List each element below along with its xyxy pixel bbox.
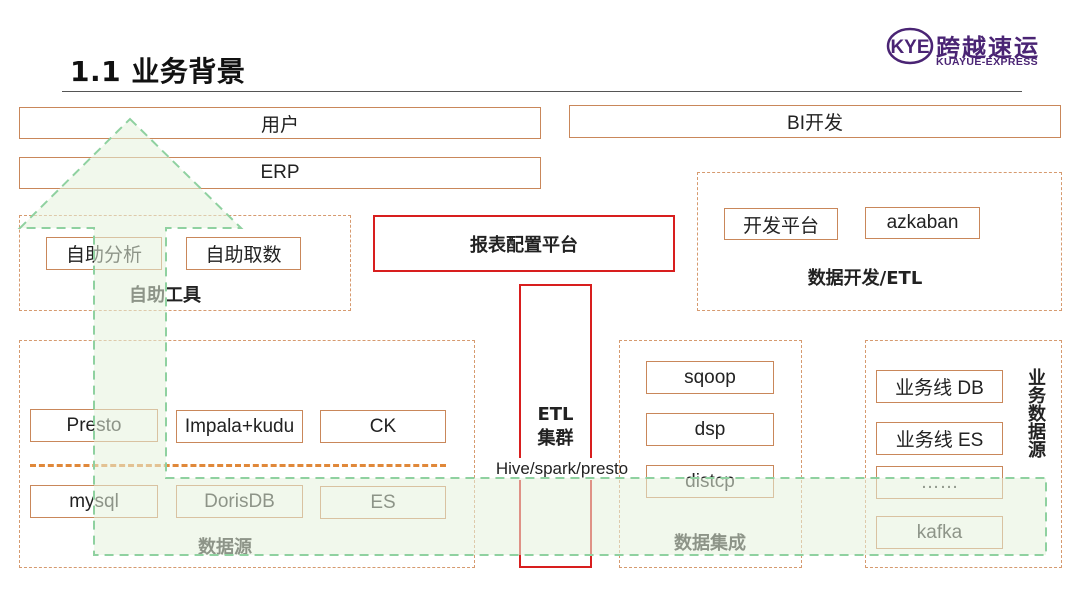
erp-bar-label: ERP — [260, 162, 300, 183]
engine-store-divider — [30, 464, 446, 467]
presto-label: Presto — [66, 414, 122, 436]
user-bar: 用户 — [19, 107, 541, 139]
mysql-box: mysql — [30, 485, 158, 518]
etl-cluster-title-line1: ETL — [537, 404, 574, 425]
ck-label: CK — [369, 415, 397, 437]
distcp-label: distcp — [685, 470, 735, 492]
dsp-label: dsp — [694, 418, 726, 440]
kafka-box: kafka — [876, 516, 1003, 549]
bi-dev-bar: BI开发 — [569, 105, 1061, 138]
business-source-label: 业务数据源 — [1025, 368, 1046, 458]
self-fetch-label: 自助取数 — [205, 245, 282, 266]
dev-etl-group — [697, 172, 1062, 311]
title-divider — [62, 91, 1022, 92]
report-platform-label: 报表配置平台 — [470, 234, 578, 255]
biz-es-label: 业务线 ES — [895, 430, 984, 451]
self-service-label: 自助工具 — [129, 285, 201, 306]
kafka-label: kafka — [916, 521, 963, 543]
biz-more-label: …… — [920, 471, 959, 493]
dorisdb-box: DorisDB — [176, 485, 303, 518]
biz-more-box: …… — [876, 466, 1003, 499]
erp-bar: ERP — [19, 157, 541, 189]
mysql-label: mysql — [69, 490, 119, 512]
data-integration-label: 数据集成 — [674, 533, 746, 554]
logo-name-cn: 跨越速运 — [936, 33, 1040, 62]
self-fetch-box: 自助取数 — [186, 237, 301, 270]
logo-name-en: KUAYUE-EXPRESS — [936, 56, 1039, 68]
self-analysis-box: 自助分析 — [46, 237, 162, 270]
azkaban-box: azkaban — [865, 207, 980, 239]
impala-kudu-box: Impala+kudu — [176, 410, 303, 443]
es-label: ES — [370, 491, 396, 513]
presto-box: Presto — [30, 409, 158, 442]
sqoop-label: sqoop — [684, 366, 736, 388]
dev-etl-label: 数据开发/ETL — [807, 268, 923, 289]
biz-db-box: 业务线 DB — [876, 370, 1003, 403]
distcp-box: distcp — [646, 465, 774, 498]
biz-es-box: 业务线 ES — [876, 422, 1003, 455]
sqoop-box: sqoop — [646, 361, 774, 394]
bi-dev-bar-label: BI开发 — [787, 113, 843, 134]
es-box: ES — [320, 486, 446, 519]
report-platform-box: 报表配置平台 — [373, 215, 675, 272]
dsp-box: dsp — [646, 413, 774, 446]
ck-box: CK — [320, 410, 446, 443]
logo-mark-text: KYE — [890, 37, 929, 58]
user-bar-label: 用户 — [260, 114, 299, 136]
data-source-label: 数据源 — [198, 537, 252, 558]
self-analysis-label: 自助分析 — [65, 245, 142, 266]
dorisdb-label: DorisDB — [204, 490, 275, 512]
kye-logo-icon: KYE — [886, 27, 934, 65]
etl-cluster-title-line2: 集群 — [537, 428, 574, 449]
page-title: 1.1 业务背景 — [70, 55, 246, 88]
dev-platform-box: 开发平台 — [724, 208, 838, 240]
impala-kudu-label: Impala+kudu — [184, 415, 295, 437]
azkaban-label: azkaban — [886, 212, 959, 233]
etl-cluster-title: ETL 集群 — [519, 403, 592, 451]
dev-platform-label: 开发平台 — [742, 215, 819, 237]
biz-db-label: 业务线 DB — [895, 378, 984, 399]
